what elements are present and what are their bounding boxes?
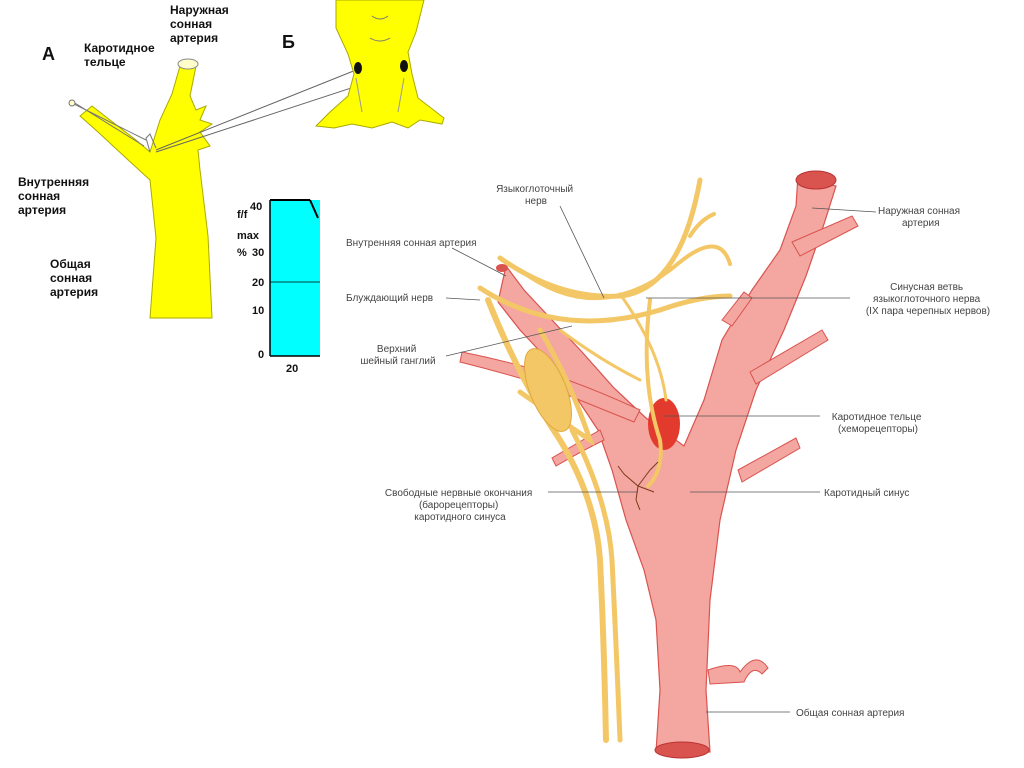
- glossopharyngeal-nerve-3: [518, 244, 732, 300]
- right-carotid-body-dot: [400, 60, 408, 72]
- carotid-body: [648, 398, 680, 450]
- label-superior-ganglion: Верхний шейный ганглий: [360, 344, 435, 367]
- panel-a: А Каротидное тельце Наружная сонная арте…: [18, 3, 401, 319]
- graph-ytick-20: 20: [252, 277, 264, 289]
- ganglion-body: [524, 348, 572, 432]
- common-external-carotid-artery: [497, 175, 837, 753]
- label-a-external-carotid: Наружная сонная артерия: [170, 3, 232, 45]
- graph-xtick-20: 20: [286, 363, 298, 375]
- leader-lines: [445, 205, 877, 713]
- graph-plot-area: [270, 200, 320, 356]
- left-carotid-body-dot: [354, 62, 362, 74]
- graph-ytick-10: 10: [252, 305, 264, 317]
- baroreceptor-endings: [617, 461, 659, 511]
- graph-ytick-30: 30: [252, 247, 264, 259]
- response-graph: f/f max % 40 30 20 10 0 20: [237, 199, 320, 375]
- label-common-carotid: Общая сонная артерия: [796, 707, 904, 719]
- label-a-common-carotid: Общая сонная артерия: [50, 257, 98, 299]
- graph-ytick-0: 0: [258, 349, 264, 361]
- label-external-carotid: Наружная сонная артерия: [878, 206, 963, 229]
- artery-branch-1: [791, 215, 859, 257]
- panel-b: Б: [282, 0, 445, 129]
- internal-carotid-lumen: [496, 264, 508, 272]
- panel-b-letter: Б: [282, 32, 295, 52]
- anatomical-diagram: Языкоглоточный нерв Внутренняя сонная ар…: [346, 170, 990, 759]
- panel-a-letter: А: [42, 44, 55, 64]
- label-a-internal-carotid: Внутренняя сонная артерия: [18, 175, 92, 217]
- label-carotid-body: Каротидное тельце (хеморецепторы): [832, 412, 924, 435]
- common-carotid-lumen: [654, 741, 710, 759]
- head-neck-shape: [314, 0, 445, 129]
- label-internal-carotid: Внутренняя сонная артерия: [346, 238, 477, 249]
- artery-branch-3: [749, 329, 829, 385]
- vagus-nerve-2: [569, 427, 623, 743]
- label-a-carotid-body: Каротидное тельце: [84, 41, 158, 69]
- label-glossopharyngeal-nerve: Языкоглоточный нерв: [496, 184, 576, 207]
- label-vagus-nerve: Блуждающий нерв: [346, 293, 433, 304]
- carotid-yellow-shape: [79, 65, 214, 319]
- external-artery-opening: [177, 58, 199, 70]
- graph-ytick-40: 40: [250, 201, 262, 213]
- label-free-nerve-endings: Свободные нервные окончания (барорецепто…: [385, 487, 535, 523]
- graph-ylabel: f/f max %: [237, 209, 262, 259]
- mouth-line: [369, 37, 391, 42]
- label-carotid-sinus: Каротидный синус: [824, 488, 909, 499]
- external-carotid-lumen: [795, 170, 837, 190]
- artery-branch-5: [707, 659, 769, 685]
- label-sinus-branch: Синусная ветвь языкоглоточного нерва (IX…: [866, 282, 990, 317]
- vagus-nerve: [485, 297, 609, 743]
- artery-branch-4: [737, 437, 801, 483]
